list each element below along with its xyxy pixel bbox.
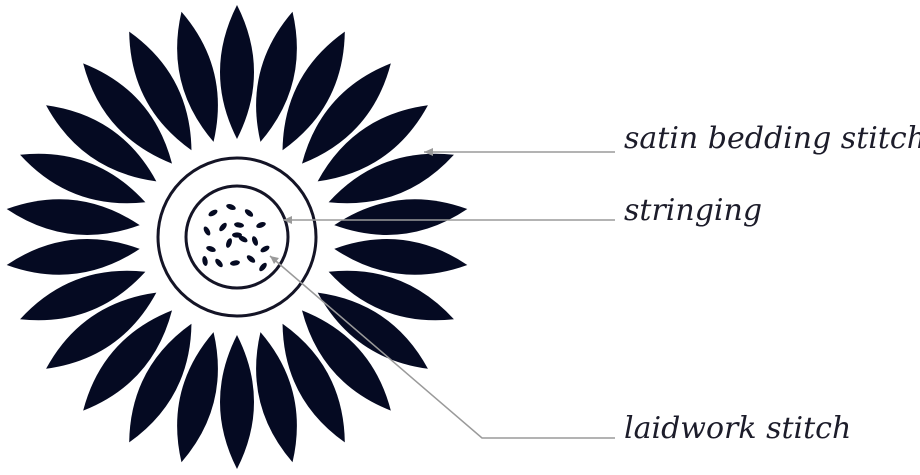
seed-stitch: [232, 232, 242, 237]
label-stringing: stringing: [624, 196, 762, 226]
petal: [220, 5, 254, 139]
label-satin-bedding-stitch: satin bedding stitch: [624, 124, 920, 154]
label-laidwork-stitch: laidwork stitch: [624, 414, 851, 444]
petal: [220, 335, 254, 469]
